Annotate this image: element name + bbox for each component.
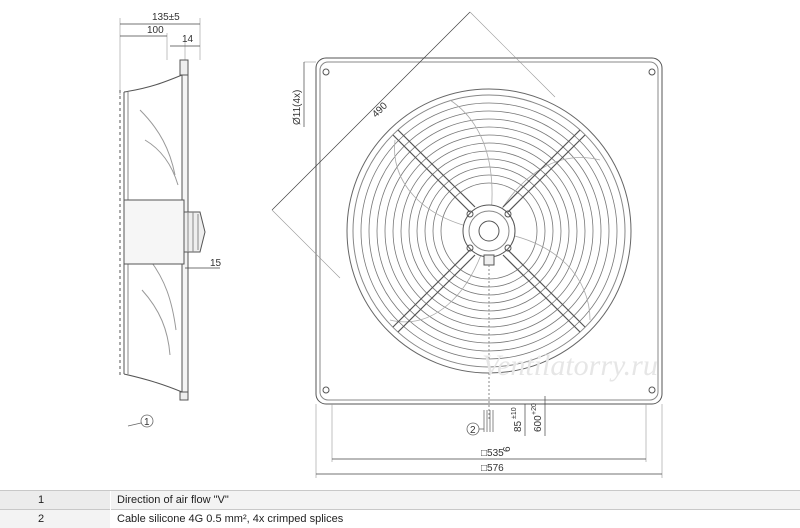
legend-text: Direction of air flow "V"	[110, 490, 800, 510]
dim-15: 15	[210, 258, 222, 269]
callout-2: 2	[470, 425, 476, 436]
technical-drawing: 135±5 100 14 15 1	[119, 11, 663, 478]
legend-number: 1	[0, 490, 111, 510]
side-view	[119, 18, 220, 428]
legend-number: 2	[0, 509, 111, 528]
legend-text: Cable silicone 4G 0.5 mm², 4x crimped sp…	[110, 509, 800, 528]
dim-14: 14	[182, 34, 194, 45]
dim-135: 135±5	[152, 12, 180, 23]
dim-576: □576	[481, 463, 504, 474]
legend-row: 2 Cable silicone 4G 0.5 mm², 4x crimped …	[0, 509, 800, 528]
watermark: Ventilatorry.ru	[482, 349, 658, 382]
dim-hole-diameter: Ø11(4x)	[292, 90, 303, 125]
callout-1: 1	[144, 417, 150, 428]
dim-100: 100	[147, 25, 164, 36]
dim-85: 85	[513, 420, 524, 432]
front-view	[271, 11, 663, 478]
legend-row: 1 Direction of air flow "V"	[0, 490, 800, 510]
dim-535: □535	[481, 448, 504, 459]
dim-600-tolerance: +20	[531, 403, 538, 415]
dim-600: 600	[533, 415, 544, 432]
dim-85-tolerance: ±10	[511, 407, 518, 419]
legend-table: 1 Direction of air flow "V" 2 Cable sili…	[0, 490, 800, 528]
dim-6: 6	[502, 446, 513, 452]
